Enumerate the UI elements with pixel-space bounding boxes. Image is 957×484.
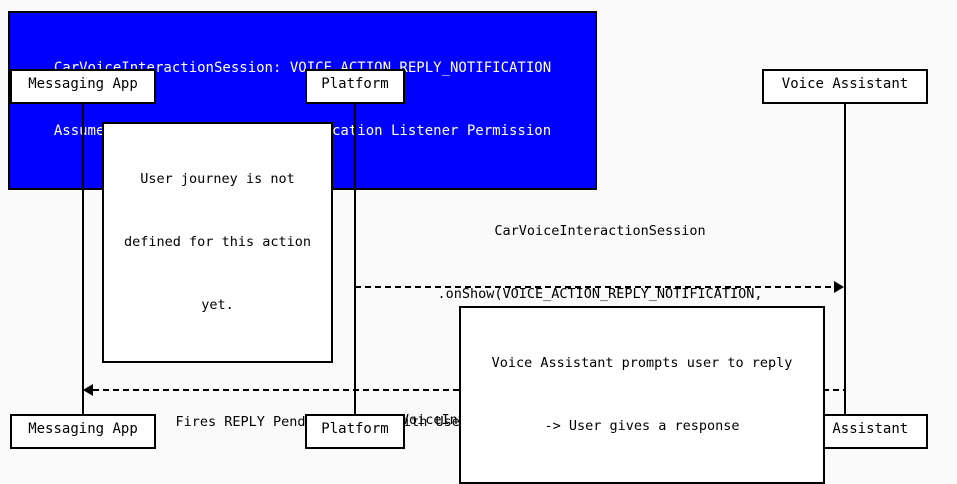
note-user-journey: User journey is not defined for this act… <box>102 122 333 363</box>
message-arrow-onshow-head <box>834 281 844 293</box>
note-user-journey-line-1: User journey is not <box>140 171 295 187</box>
lifeline-voice-assistant <box>844 104 846 414</box>
participant-top-platform[interactable]: Platform <box>305 69 405 104</box>
message-arrow-onshow-line <box>355 286 835 288</box>
participant-bottom-platform[interactable]: Platform <box>305 414 405 449</box>
message-arrow-onshow <box>355 281 845 293</box>
note-user-journey-line-2: defined for this action <box>124 234 311 250</box>
lifeline-messaging-app <box>82 104 84 414</box>
participant-top-voice-assistant[interactable]: Voice Assistant <box>762 69 928 104</box>
note-voice-prompt-line-1: Voice Assistant prompts user to reply <box>491 355 793 371</box>
note-voice-prompt: Voice Assistant prompts user to reply ->… <box>459 306 825 484</box>
note-user-journey-line-3: yet. <box>201 297 234 313</box>
message-onshow-line-2: .onShow(VOICE_ACTION_REPLY_NOTIFICATION, <box>437 286 763 302</box>
participant-bottom-messaging-app[interactable]: Messaging App <box>10 414 156 449</box>
message-arrow-reply-intent-head <box>83 384 93 396</box>
message-onshow-line-1: CarVoiceInteractionSession <box>494 223 706 239</box>
note-voice-prompt-line-2: -> User gives a response <box>544 418 740 434</box>
participant-top-messaging-app[interactable]: Messaging App <box>10 69 156 104</box>
lifeline-platform <box>354 104 356 414</box>
sequence-diagram-canvas: CarVoiceInteractionSession: VOICE_ACTION… <box>8 11 928 484</box>
